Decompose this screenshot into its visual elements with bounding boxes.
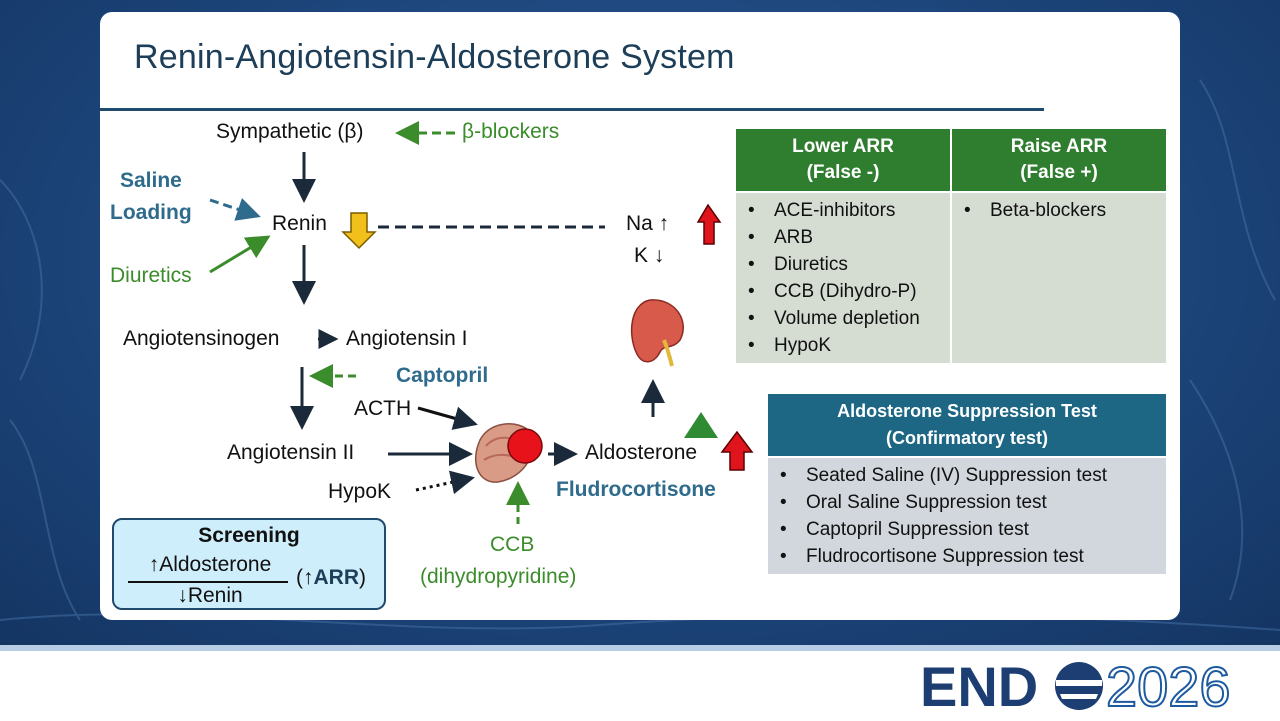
sodium-up-arrow (696, 203, 722, 245)
label-sympathetic: Sympathetic (β) (216, 120, 364, 143)
title-rule (100, 108, 1044, 111)
label-ccb: CCB (490, 533, 535, 556)
adrenal-tumor-icon (507, 428, 543, 464)
list-item: Captopril Suppression test (776, 516, 1160, 543)
arrow-diuretics (209, 235, 271, 274)
label-angiotensin-ii: Angiotensin II (227, 441, 355, 464)
fludrocortisone-triangle (684, 412, 718, 438)
screening-title: Screening (198, 524, 300, 547)
fraction-bar (128, 581, 288, 583)
label-aldosterone: Aldosterone (585, 441, 698, 464)
logo-text-end: END (920, 656, 1038, 716)
arrow-hypok (415, 470, 475, 495)
label-saline: Saline (120, 169, 182, 192)
list-item: ARB (744, 224, 944, 251)
logo-text-year: 2026 (1106, 656, 1231, 716)
list-item: HypoK (744, 332, 944, 359)
arr-interference-table: Lower ARR (False -) Raise ARR (False +) … (734, 127, 1168, 365)
list-item: Volume depletion (744, 305, 944, 332)
list-item: CCB (Dihydro-P) (744, 278, 944, 305)
label-beta-blockers: β-blockers (462, 120, 560, 143)
label-angiotensin-i: Angiotensin I (346, 327, 468, 350)
globe-icon (1055, 662, 1103, 710)
list-item: Fludrocortisone Suppression test (776, 543, 1160, 570)
header-raise-arr: Raise ARR (False +) (950, 127, 1168, 193)
screening-box: Screening ↑Aldosterone ↓Renin (↑ARR) (112, 518, 386, 610)
list-item: Oral Saline Suppression test (776, 489, 1160, 516)
suppression-test-cell: Seated Saline (IV) Suppression test Oral… (766, 456, 1168, 576)
list-item: ACE-inhibitors (744, 197, 944, 224)
label-fludrocortisone: Fludrocortisone (556, 478, 716, 501)
kidney-icon (630, 299, 684, 367)
label-hypok: HypoK (328, 480, 392, 503)
slide-title: Renin-Angiotensin-Aldosterone System (134, 38, 735, 76)
arrow-acth (417, 406, 478, 430)
label-ccb-dihydropyridine: (dihydropyridine) (420, 565, 577, 588)
label-sodium: Na ↑ (626, 212, 670, 235)
screening-denominator: ↓Renin (177, 584, 243, 607)
endo-2026-logo: END 2026 (920, 654, 1270, 719)
screening-numerator: ↑Aldosterone (148, 553, 272, 576)
header-lower-arr: Lower ARR (False -) (734, 127, 952, 193)
arrow-saline-loading (209, 197, 261, 221)
label-diuretics: Diuretics (110, 264, 192, 287)
aldosterone-suppression-table: Aldosterone Suppression Test (Confirmato… (766, 392, 1168, 576)
header-suppression-test: Aldosterone Suppression Test (Confirmato… (766, 392, 1168, 458)
list-item: Diuretics (744, 251, 944, 278)
label-potassium: K ↓ (634, 244, 665, 267)
label-angiotensinogen: Angiotensinogen (123, 327, 280, 350)
footer-divider (0, 645, 1280, 651)
label-renin: Renin (272, 212, 327, 235)
raise-arr-cell: Beta-blockers (950, 191, 1168, 365)
list-item: Beta-blockers (960, 197, 1160, 224)
label-acth: ACTH (354, 397, 412, 420)
list-item: Seated Saline (IV) Suppression test (776, 462, 1160, 489)
label-captopril: Captopril (396, 364, 489, 387)
aldosterone-up-arrow (720, 430, 754, 471)
label-loading: Loading (110, 201, 192, 224)
lower-arr-cell: ACE-inhibitors ARB Diuretics CCB (Dihydr… (734, 191, 952, 365)
renin-down-arrow (341, 212, 377, 250)
screening-ratio: (↑ARR) (296, 566, 366, 589)
